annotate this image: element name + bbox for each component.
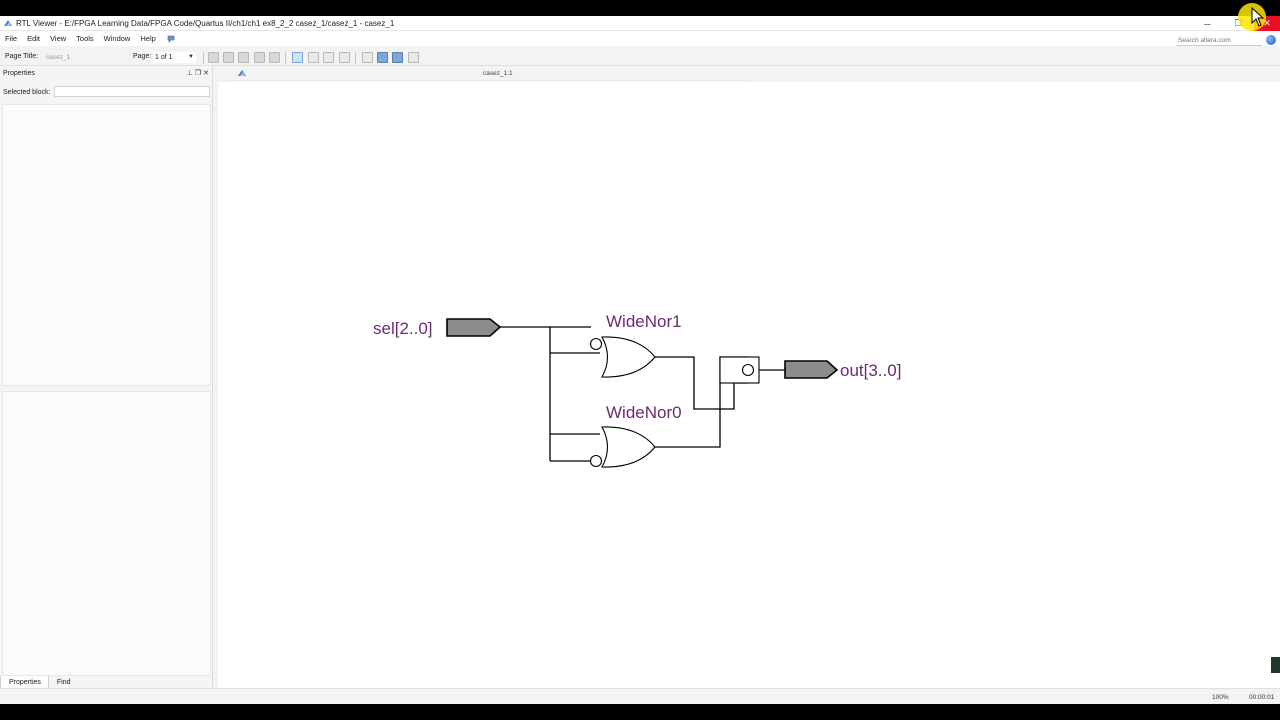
page-title-field[interactable]: casez_1 [46, 54, 71, 61]
toolbar: Page Title: casez_1 Page: 1 of 1 ▼ [0, 50, 1280, 66]
netlist-navigator-icon[interactable] [362, 52, 373, 63]
gate-widenor1-label: WideNor1 [606, 312, 682, 331]
menu-edit[interactable]: Edit [27, 34, 41, 43]
status-bar: 100% 00:00:01 [0, 688, 1280, 704]
mouse-cursor-icon [1251, 7, 1265, 27]
toolbar-separator [203, 52, 204, 64]
pin-icon[interactable]: ⊥ [186, 70, 193, 77]
selection-tool-icon[interactable] [292, 52, 303, 63]
rtl-viewer-tab-icon [238, 70, 246, 76]
window-title: RTL Viewer - E:/FPGA Learning Data/FPGA … [16, 18, 395, 28]
globe-icon[interactable] [1266, 35, 1276, 45]
or-gate-shape [601, 426, 656, 468]
settings-icon[interactable] [408, 52, 419, 63]
gate-widenor1[interactable]: WideNor1 [589, 312, 682, 378]
schematic-diagram: sel[2..0] WideNor1 WideNor0 [373, 312, 901, 468]
page-title-label: Page Title: [5, 53, 39, 60]
schematic-canvas[interactable]: sel[2..0] WideNor1 WideNor0 [218, 82, 1280, 688]
rtl-viewer-app-icon [4, 20, 12, 26]
properties-title: Properties [3, 70, 35, 77]
inversion-bubble [589, 454, 603, 468]
export-icon[interactable] [392, 52, 403, 63]
window-controls: ─ ❐ ✕ [1192, 16, 1280, 31]
scroll-indicator[interactable] [1271, 657, 1280, 673]
zoom-level: 100% [1212, 694, 1229, 701]
toolbar-separator [285, 52, 286, 64]
title-bar: RTL Viewer - E:/FPGA Learning Data/FPGA … [0, 16, 1280, 31]
minimize-button[interactable]: ─ [1204, 18, 1211, 29]
output-port-label: out[3..0] [840, 361, 901, 380]
float-icon[interactable]: ❐ [194, 70, 202, 77]
previous-page-icon[interactable] [254, 52, 265, 63]
bus-concat-block[interactable] [719, 356, 760, 384]
output-port-out[interactable] [784, 360, 839, 379]
gate-widenor0[interactable]: WideNor0 [589, 403, 682, 468]
app-window: RTL Viewer - E:/FPGA Learning Data/FPGA … [0, 16, 1280, 704]
menu-bar: File Edit View Tools Window Help [0, 31, 1280, 46]
panel-close-icon[interactable]: ✕ [203, 70, 209, 77]
filter-icon[interactable] [377, 52, 388, 63]
hand-tool-icon[interactable] [339, 52, 350, 63]
menu-window[interactable]: Window [103, 34, 131, 43]
back-icon[interactable] [223, 52, 234, 63]
zoom-tool-icon[interactable] [308, 52, 319, 63]
selected-block-label: Selected block: [3, 89, 51, 96]
toolbar-separator [355, 52, 356, 64]
page-select-value: 1 of 1 [155, 54, 173, 61]
fit-in-window-icon[interactable] [323, 52, 334, 63]
input-port-sel[interactable] [446, 318, 502, 337]
inversion-bubble [741, 363, 755, 377]
input-port-label: sel[2..0] [373, 319, 433, 338]
menu-tools[interactable]: Tools [76, 34, 94, 43]
help-tip-icon[interactable] [166, 34, 176, 44]
chevron-down-icon: ▼ [188, 54, 194, 60]
properties-list [2, 104, 211, 386]
menu-help[interactable]: Help [140, 34, 156, 43]
tab-find[interactable]: Find [56, 679, 71, 686]
page-select[interactable]: 1 of 1 ▼ [153, 52, 196, 63]
inversion-bubble [589, 337, 603, 351]
panel-controls: ⊥ ❐ ✕ [187, 69, 209, 77]
next-page-icon[interactable] [269, 52, 280, 63]
search-input[interactable] [1176, 34, 1262, 46]
document-tab-bar: casez_1:1 [218, 66, 1280, 82]
menu-view[interactable]: View [50, 34, 67, 43]
hierarchy-up-icon[interactable] [208, 52, 219, 63]
properties-header: Properties ⊥ ❐ ✕ [0, 68, 213, 79]
forward-icon[interactable] [238, 52, 249, 63]
page-label: Page: [133, 53, 152, 60]
elapsed-time: 00:00:01 [1249, 694, 1275, 701]
document-tab[interactable]: casez_1:1 [228, 66, 748, 81]
properties-detail [2, 391, 211, 676]
gate-widenor0-label: WideNor0 [606, 403, 682, 422]
properties-panel: Properties ⊥ ❐ ✕ Selected block: [0, 66, 213, 688]
menu-file[interactable]: File [5, 34, 18, 43]
document-tab-title: casez_1:1 [483, 70, 513, 77]
selected-block-field[interactable] [54, 86, 210, 97]
or-gate-shape [601, 336, 656, 378]
